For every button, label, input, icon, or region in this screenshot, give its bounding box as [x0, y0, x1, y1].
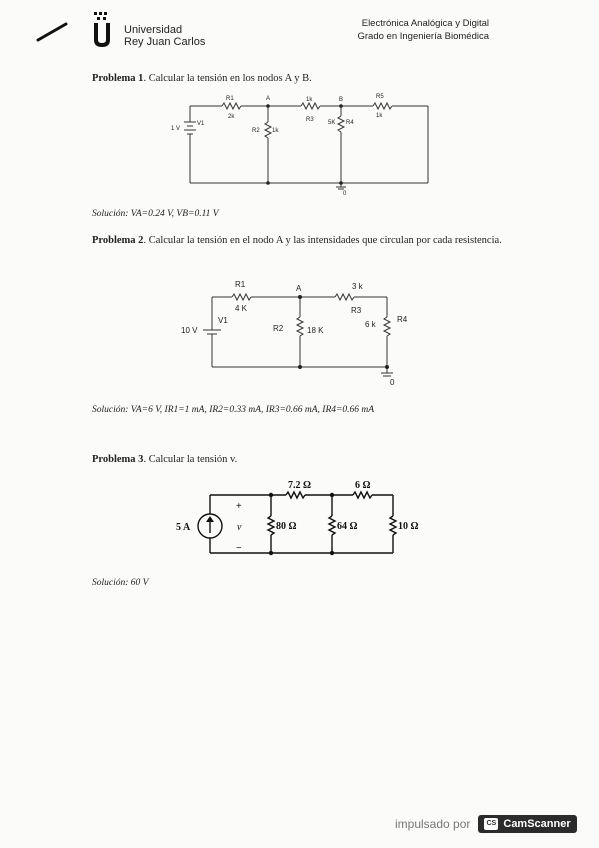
- c1-ground-label: 0: [343, 191, 347, 197]
- scanner-watermark: impulsado por CS CamScanner: [395, 815, 577, 833]
- c3-r2-value: 64 Ω: [337, 521, 358, 532]
- c2-r3-label: R3: [351, 306, 362, 315]
- c2-v1-value: 10 V: [181, 326, 198, 335]
- university-logo: [92, 10, 122, 50]
- c2-r4-label: R4: [397, 315, 408, 324]
- problem-3-solution: Solución: 60 V: [92, 578, 149, 588]
- c3-r-top2-value: 6 Ω: [355, 480, 371, 491]
- c1-r2-label: R2: [252, 128, 260, 134]
- c2-r3-value: 3 k: [352, 282, 364, 291]
- problem-2-statement: Problema 2. Calcular la tensión en el no…: [92, 234, 512, 248]
- c1-r3-label: R3: [306, 117, 314, 123]
- circuit-3-diagram: 5 A + v − 7.2 Ω 6 Ω 80 Ω 64 Ω 10 Ω: [176, 480, 419, 556]
- c1-r4-label: R4: [346, 120, 354, 126]
- problem-3-label: Problema 3: [92, 454, 144, 465]
- c3-r1-value: 80 Ω: [276, 521, 297, 532]
- problem-3-statement: Problema 3. Calcular la tensión v.: [92, 453, 512, 467]
- c2-r2-value: 18 K: [307, 326, 324, 335]
- c3-source-value: 5 A: [176, 522, 191, 533]
- circuit-1-diagram: R1 2k A 1k B R5 1k R3 R2 1k 5K R4 V1 1 V…: [171, 94, 429, 197]
- c1-r1-label: R1: [226, 96, 234, 102]
- problem-1-label: Problema 1: [92, 73, 144, 84]
- c3-voltage-v: v: [237, 522, 242, 533]
- c2-node-a: A: [296, 284, 302, 293]
- c3-minus-sign: −: [236, 543, 242, 554]
- c3-r3-value: 10 Ω: [398, 521, 419, 532]
- problem-1-text: . Calcular la tensión en los nodos A y B…: [143, 73, 312, 84]
- c3-r-top1-value: 7.2 Ω: [288, 480, 311, 491]
- c1-r5-value: 1k: [376, 113, 383, 119]
- problem-3-text: . Calcular la tensión v.: [143, 454, 238, 465]
- problem-1-statement: Problema 1. Calcular la tensión en los n…: [92, 72, 512, 86]
- course-degree: Grado en Ingeniería Biomédica: [357, 31, 490, 42]
- c1-r-mid-value: 1k: [306, 97, 313, 103]
- c1-r5-label: R5: [376, 94, 384, 100]
- camscanner-badge: CS CamScanner: [478, 815, 577, 833]
- c1-v1-value: 1 V: [171, 126, 180, 132]
- university-name-line2: Rey Juan Carlos: [124, 36, 206, 48]
- university-name-line1: Universidad: [124, 24, 183, 36]
- c2-r1-value: 4 K: [235, 304, 248, 313]
- problem-2-label: Problema 2: [92, 235, 144, 246]
- c1-r2-value: 1k: [272, 128, 279, 134]
- c1-r1-value: 2k: [228, 114, 235, 120]
- c1-node-a: A: [266, 96, 270, 102]
- course-title: Electrónica Analógica y Digital: [361, 18, 489, 29]
- c2-r1-label: R1: [235, 280, 246, 289]
- problem-2-solution: Solución: VA=6 V, IR1=1 mA, IR2=0.33 mA,…: [92, 405, 375, 415]
- c2-r4-value: 6 k: [365, 320, 377, 329]
- current-source-arrow-icon: [206, 516, 214, 533]
- c1-node-b: B: [339, 97, 343, 103]
- c2-r2-label: R2: [273, 324, 284, 333]
- watermark-text: impulsado por: [395, 817, 471, 831]
- problem-2-text: . Calcular la tensión en el nodo A y las…: [143, 235, 502, 246]
- problem-1-solution: Solución: VA=0.24 V, VB=0.11 V: [92, 209, 219, 219]
- camscanner-logo-icon: CS: [484, 818, 499, 830]
- camscanner-brand: CamScanner: [503, 818, 571, 830]
- c2-v1-label: V1: [218, 316, 228, 325]
- c2-ground-label: 0: [390, 378, 395, 387]
- c1-r4-value: 5K: [328, 120, 335, 126]
- c3-plus-sign: +: [236, 501, 242, 512]
- c1-v1-label: V1: [197, 121, 205, 127]
- circuit-2-diagram: R1 4 K A 3 k R3 R2 18 K R4 6 k V1 10 V 0: [181, 280, 408, 387]
- corner-mark: [36, 22, 72, 42]
